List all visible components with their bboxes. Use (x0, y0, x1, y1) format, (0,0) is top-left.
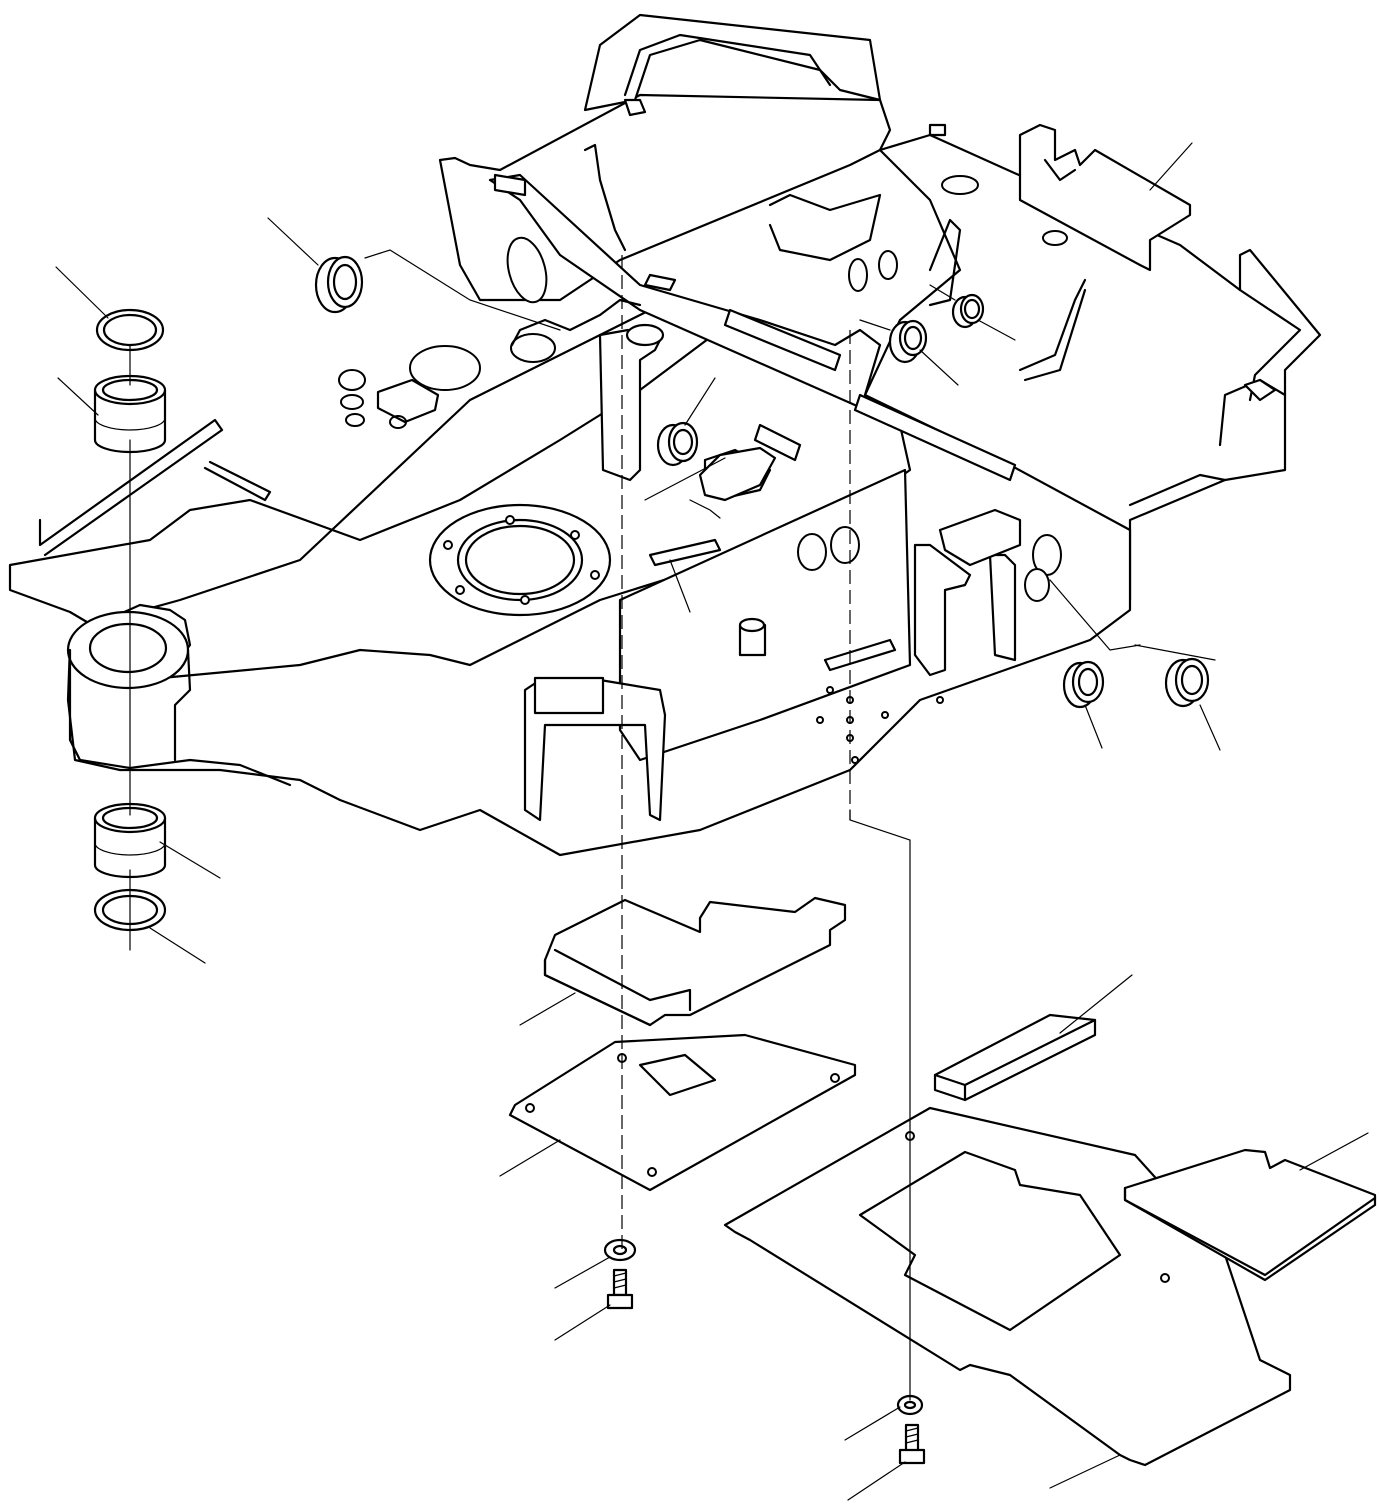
cover-plate-middle (508, 1033, 857, 1192)
oval-grommet (698, 446, 777, 502)
leader-lines (55, 142, 1369, 1501)
washer-left (603, 1238, 637, 1262)
frame-post-right (913, 543, 972, 677)
bushing-stack-upper (93, 308, 167, 454)
frame-block-right (938, 508, 1022, 567)
grommet-right-a (888, 319, 928, 364)
grommet-rear-a (1062, 660, 1105, 709)
bolt-left (606, 1268, 634, 1310)
rubber-pad (933, 1013, 1097, 1102)
bushing-upper (93, 388, 167, 454)
washer-right (896, 1394, 924, 1416)
grommet-left (314, 255, 364, 314)
cover-plate-upper (543, 896, 847, 1027)
grommet-center (656, 421, 699, 467)
frame-left-wall (438, 93, 892, 302)
counterweight-bracket (1018, 123, 1192, 272)
bolt-right (898, 1423, 926, 1465)
grommet-rear-b (1164, 657, 1210, 708)
frame-post-left (598, 328, 662, 482)
assembly-lines (129, 249, 1216, 1401)
bushing-lower (93, 816, 167, 879)
counterweight-arch (583, 13, 882, 112)
grommet-right-b (951, 293, 985, 329)
cover-right (1123, 1148, 1377, 1282)
